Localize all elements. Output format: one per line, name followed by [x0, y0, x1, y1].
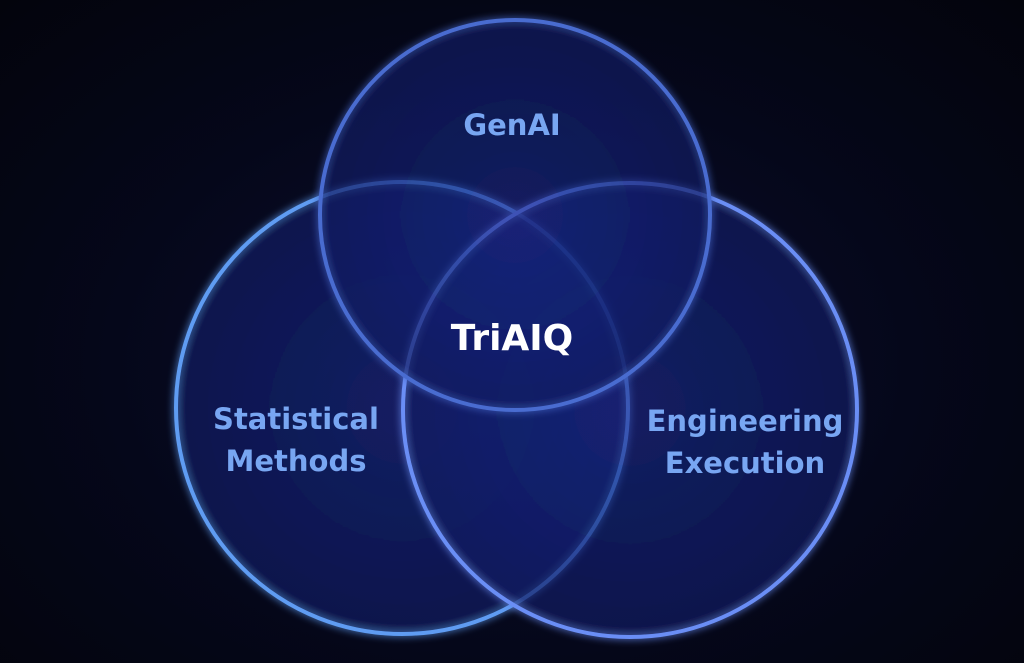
label-statistical-methods: Statistical Methods — [213, 398, 379, 482]
label-center-triaiq: TriAIQ — [450, 318, 574, 359]
label-genai: GenAI — [463, 108, 561, 142]
label-line: Statistical — [213, 402, 379, 436]
circle-genai — [318, 18, 712, 412]
label-line: Engineering — [646, 404, 844, 438]
label-line: Execution — [664, 446, 826, 480]
label-engineering-execution: Engineering Execution — [647, 400, 844, 484]
label-line: Methods — [225, 444, 367, 478]
